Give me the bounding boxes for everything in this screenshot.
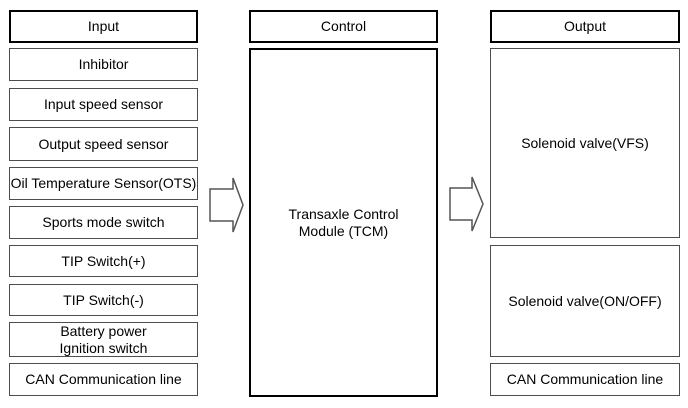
input-node-input-speed-sensor: Input speed sensor <box>9 88 198 121</box>
output-node-solenoid-valve-vfs: Solenoid valve(VFS) <box>490 48 680 238</box>
input-node-sports-mode-switch: Sports mode switch <box>9 206 198 239</box>
input-node-battery-power-ignition-switch: Battery power Ignition switch <box>9 322 198 357</box>
input-column-header: Input <box>9 10 198 43</box>
input-node-tip-switch-minus: TIP Switch(-) <box>9 284 198 316</box>
control-column-header: Control <box>249 10 438 43</box>
input-node-inhibitor: Inhibitor <box>9 48 198 81</box>
input-node-can-communication-line: CAN Communication line <box>9 363 198 396</box>
control-node-transaxle-control-module: Transaxle Control Module (TCM) <box>249 48 438 397</box>
input-node-tip-switch-plus: TIP Switch(+) <box>9 245 198 277</box>
output-node-can-communication-line: CAN Communication line <box>490 363 680 396</box>
input-node-oil-temperature-sensor: Oil Temperature Sensor(OTS) <box>9 167 198 200</box>
flow-arrow-input-to-control-icon <box>209 177 244 233</box>
output-node-solenoid-valve-on-off: Solenoid valve(ON/OFF) <box>490 245 680 357</box>
input-node-output-speed-sensor: Output speed sensor <box>9 127 198 161</box>
flow-arrow-control-to-output-icon <box>449 176 484 232</box>
output-column-header: Output <box>490 10 680 43</box>
